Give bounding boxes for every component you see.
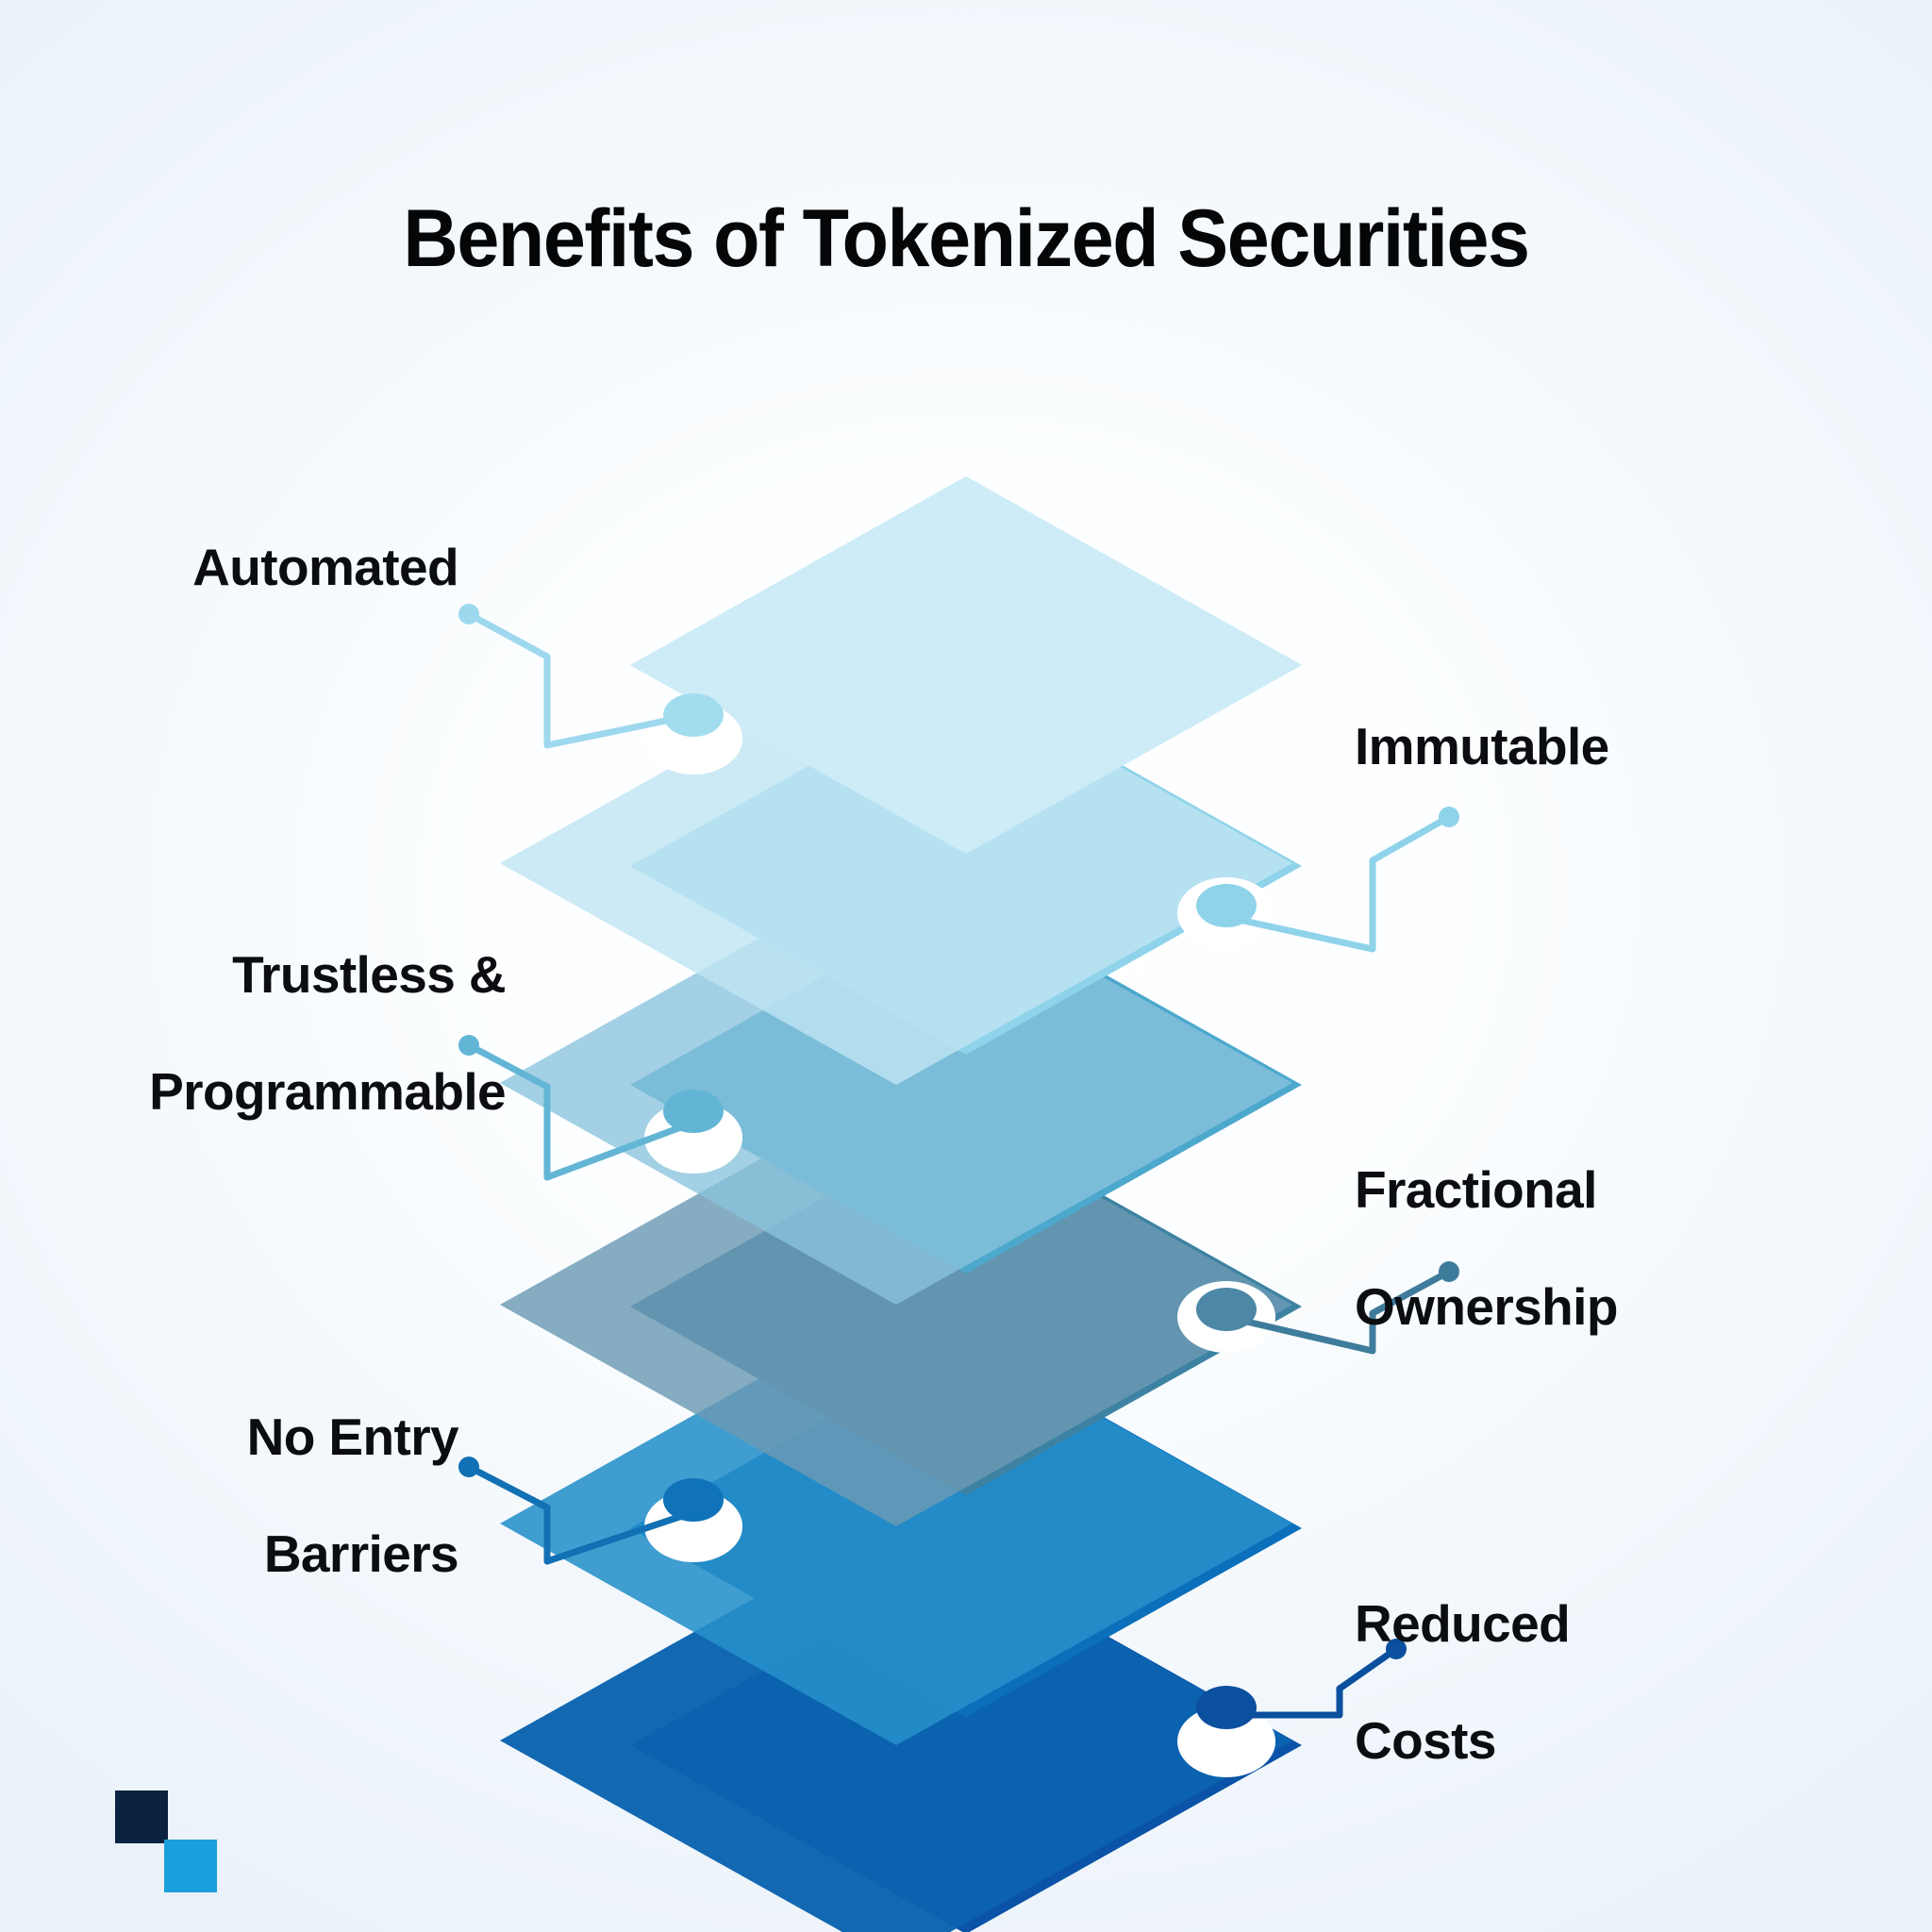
marker-reduced-costs bbox=[1196, 1686, 1257, 1729]
label-reduced-costs: Reduced Costs bbox=[1355, 1536, 1571, 1829]
layer-1-automated bbox=[630, 476, 1302, 854]
label-trustless-line-2: Programmable bbox=[149, 1062, 507, 1122]
label-immutable: Immutable bbox=[1355, 717, 1609, 775]
connector-fractional bbox=[1177, 1261, 1459, 1355]
label-reduced-line-1: Reduced bbox=[1355, 1594, 1571, 1654]
logo-square-dark bbox=[115, 1790, 168, 1843]
page-title: Benefits of Tokenized Securities bbox=[403, 192, 1530, 284]
label-reduced-line-2: Costs bbox=[1355, 1711, 1496, 1771]
logo-square-light bbox=[164, 1840, 217, 1892]
connector-immutable bbox=[1177, 807, 1459, 953]
label-no-entry-line-1: No Entry bbox=[246, 1407, 459, 1467]
connector-reduced-costs bbox=[1177, 1639, 1407, 1778]
label-no-entry-barriers: No Entry Barriers bbox=[246, 1349, 459, 1642]
label-fractional-ownership: Fractional Ownership bbox=[1355, 1102, 1618, 1395]
marker-no-entry bbox=[663, 1478, 724, 1522]
label-no-entry-line-2: Barriers bbox=[263, 1524, 459, 1584]
connector-no-entry bbox=[458, 1457, 743, 1565]
brand-logo bbox=[115, 1790, 217, 1892]
marker-automated bbox=[663, 693, 724, 737]
label-trustless-line-1: Trustless & bbox=[232, 945, 507, 1005]
label-trustless-programmable: Trustless & Programmable bbox=[149, 887, 507, 1180]
marker-immutable bbox=[1196, 884, 1257, 927]
connector-trustless bbox=[458, 1035, 743, 1181]
connector-automated bbox=[458, 604, 743, 774]
label-automated: Automated bbox=[192, 538, 458, 596]
label-fractional-line-2: Ownership bbox=[1355, 1277, 1618, 1337]
layer-1-front-diamond bbox=[630, 476, 1302, 854]
marker-trustless bbox=[663, 1090, 724, 1133]
label-fractional-line-1: Fractional bbox=[1355, 1160, 1597, 1220]
marker-fractional bbox=[1196, 1288, 1257, 1331]
